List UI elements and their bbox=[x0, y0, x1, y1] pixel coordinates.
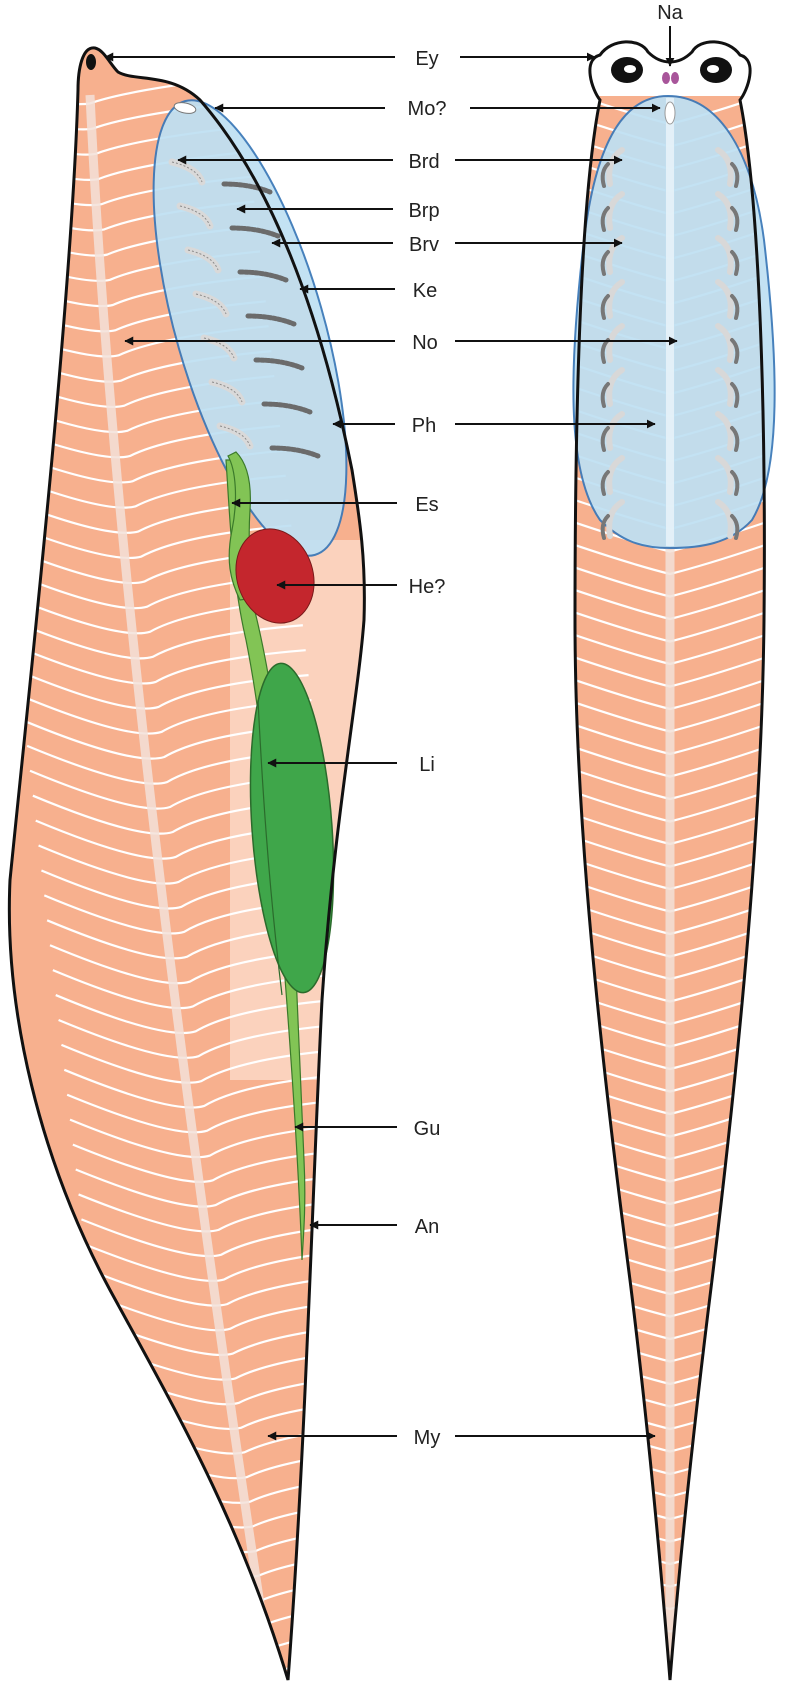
label-an: An bbox=[415, 1216, 439, 1238]
label-brd: Brd bbox=[408, 151, 439, 173]
myomere-line bbox=[58, 1018, 349, 1059]
lateral-body-outline bbox=[7, 46, 366, 1681]
branchial-rod bbox=[715, 279, 734, 319]
label-brp: Brp bbox=[408, 200, 439, 222]
label-es: Es bbox=[415, 494, 438, 516]
branchial-rod bbox=[606, 455, 625, 495]
branchial-ventral-rod bbox=[600, 206, 610, 232]
myomere-line bbox=[81, 1218, 365, 1258]
branchial-ventral-rod bbox=[600, 162, 610, 188]
branchial-ventral-rod bbox=[253, 357, 305, 371]
branchial-rod-outline bbox=[219, 425, 251, 447]
branchial-rod bbox=[606, 367, 625, 407]
dorsal-mouth bbox=[664, 101, 676, 125]
branchial-rod bbox=[606, 147, 625, 187]
label-arrows bbox=[104, 26, 678, 1441]
myomere-line bbox=[15, 645, 306, 685]
branchial-ventral-rod bbox=[600, 294, 610, 320]
label-brv: Brv bbox=[409, 234, 439, 256]
branchial-rod-outline bbox=[203, 337, 235, 359]
lateral-notochord-line bbox=[85, 94, 275, 1671]
branchial-rod bbox=[715, 191, 734, 231]
dorsal-view-specimen bbox=[572, 40, 776, 1681]
label-no: No bbox=[412, 332, 438, 354]
branchial-ventral-rod bbox=[730, 382, 740, 408]
myomere-line bbox=[129, 1641, 365, 1677]
branchial-ventral-rod bbox=[730, 162, 740, 188]
branchial-ventral-rod bbox=[600, 250, 610, 276]
myomere-line bbox=[78, 1193, 365, 1233]
myomere-line bbox=[9, 470, 286, 509]
branchial-ventral-rod bbox=[221, 181, 273, 195]
label-li: Li bbox=[419, 754, 435, 776]
branchial-ventral-rod bbox=[600, 470, 610, 496]
dorsal-pharynx bbox=[572, 94, 776, 550]
branchial-ventral-rod bbox=[730, 426, 740, 452]
branchial-ventral-rod bbox=[730, 294, 740, 320]
branchial-rod bbox=[606, 411, 625, 451]
label-my: My bbox=[414, 1427, 441, 1449]
branchial-rod bbox=[715, 235, 734, 275]
branchial-rod bbox=[715, 455, 734, 495]
dorsal-right-eye-highlight bbox=[707, 65, 719, 73]
branchial-rod-outline bbox=[187, 249, 219, 271]
branchial-ventral-rod bbox=[600, 514, 610, 540]
branchial-ventral-rod bbox=[730, 206, 740, 232]
branchial-ventral-rod bbox=[245, 313, 297, 327]
branchial-rod bbox=[715, 147, 734, 187]
label-gu: Gu bbox=[414, 1118, 441, 1140]
branchial-rod-outline bbox=[195, 293, 227, 315]
branchial-ventral-rod bbox=[730, 250, 740, 276]
branchial-ventral-rod bbox=[237, 269, 289, 283]
branchial-ventral-rod bbox=[229, 225, 281, 239]
branchial-rod bbox=[606, 191, 625, 231]
branchial-ventral-rod bbox=[269, 445, 321, 459]
lateral-mouth bbox=[173, 102, 197, 114]
nasal-sac-left bbox=[662, 72, 670, 84]
branchial-rod bbox=[715, 367, 734, 407]
branchial-ventral-rod bbox=[261, 401, 313, 415]
label-ph: Ph bbox=[412, 415, 436, 437]
lateral-branchial-rods bbox=[168, 158, 321, 459]
label-ey: Ey bbox=[415, 48, 438, 70]
label-ke: Ke bbox=[413, 280, 437, 302]
lateral-pharynx bbox=[152, 99, 348, 557]
label-mo: Mo? bbox=[408, 98, 447, 120]
labels: Na Ey Mo? Brd Brp Brv Ke No Ph Es He? Li… bbox=[408, 2, 684, 1449]
branchial-rod bbox=[715, 323, 734, 363]
branchial-rod-outline bbox=[211, 381, 243, 403]
branchial-ventral-rod bbox=[600, 382, 610, 408]
dorsal-branchial-rods bbox=[600, 147, 740, 540]
myomere-line bbox=[9, 495, 289, 534]
branchial-ventral-rod bbox=[730, 470, 740, 496]
branchial-ventral-rod bbox=[600, 426, 610, 452]
branchial-rod-outline bbox=[171, 161, 203, 183]
branchial-ventral-rod bbox=[730, 514, 740, 540]
branchial-rod bbox=[715, 411, 734, 451]
branchial-rod bbox=[606, 323, 625, 363]
nasal-sac-right bbox=[671, 72, 679, 84]
branchial-rod-outline bbox=[179, 205, 211, 227]
lateral-eye bbox=[86, 54, 96, 70]
myomere-line bbox=[12, 620, 303, 660]
branchial-rod bbox=[606, 279, 625, 319]
myomere-line bbox=[21, 694, 312, 735]
myomere-line bbox=[52, 969, 343, 1010]
branchial-rod bbox=[606, 499, 625, 539]
branchial-ventral-rod bbox=[730, 338, 740, 364]
myomere-line bbox=[55, 994, 346, 1035]
lateral-liver bbox=[249, 662, 335, 994]
dorsal-body-outline bbox=[573, 40, 766, 1681]
lateral-heart bbox=[235, 528, 315, 624]
lateral-liver-inner-edge bbox=[257, 699, 283, 996]
dorsal-left-eye-highlight bbox=[624, 65, 636, 73]
label-na: Na bbox=[657, 2, 683, 24]
myomere-line bbox=[18, 670, 309, 710]
label-he: He? bbox=[409, 576, 446, 598]
branchial-rod bbox=[715, 499, 734, 539]
